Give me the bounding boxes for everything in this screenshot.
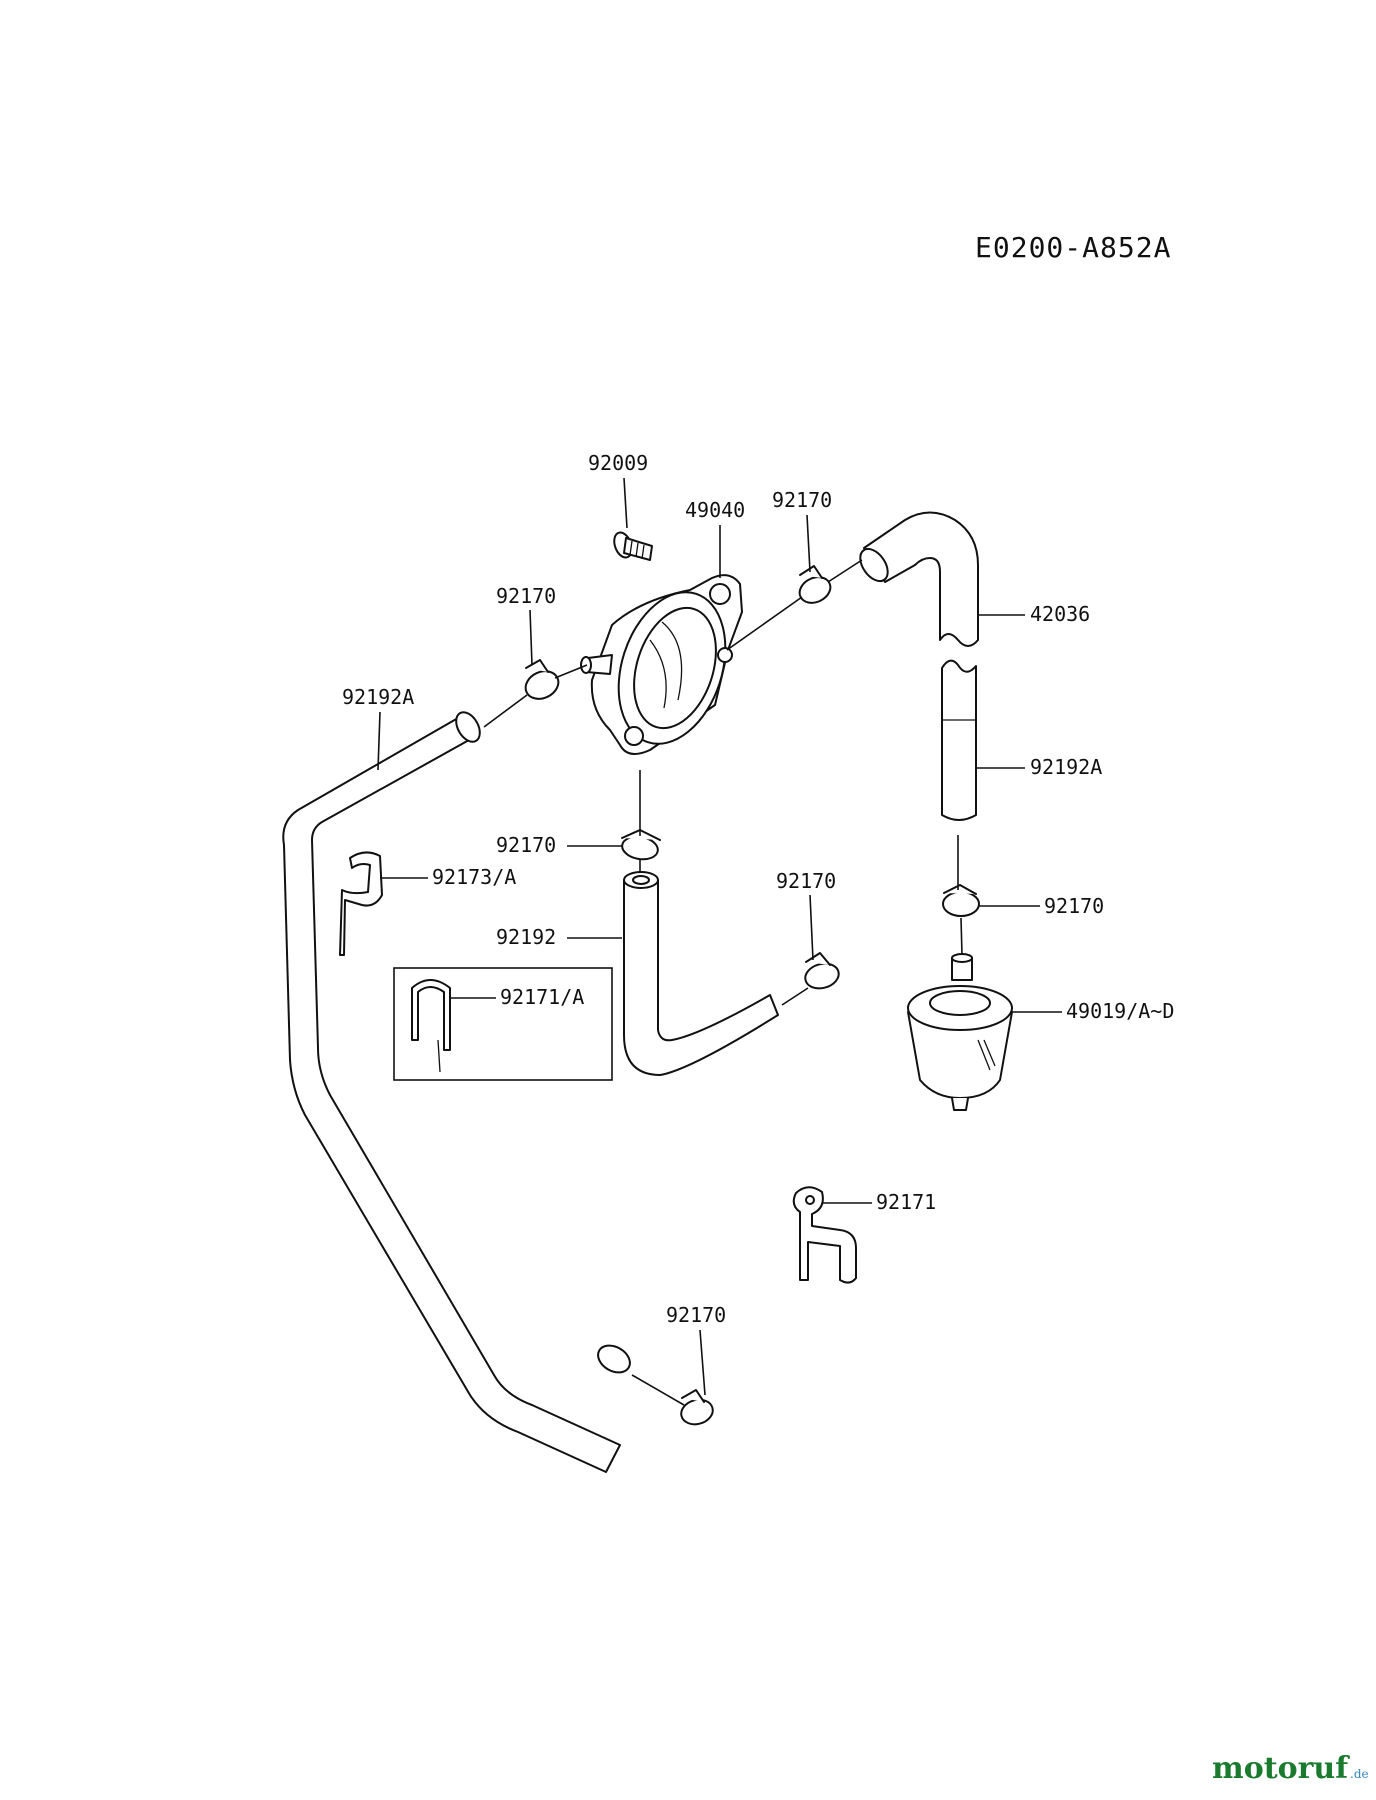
label-92170-bottom: 92170 xyxy=(666,1303,726,1327)
label-92171: 92171 xyxy=(876,1190,936,1214)
label-49019: 49019/A~D xyxy=(1066,999,1174,1023)
long-fuel-hose xyxy=(282,711,631,1473)
short-hose-right xyxy=(941,659,977,821)
label-92192A-right: 92192A xyxy=(1030,755,1102,779)
label-92192: 92192 xyxy=(496,925,556,949)
label-92009: 92009 xyxy=(588,451,648,475)
label-49040: 49040 xyxy=(685,498,745,522)
label-92170-right: 92170 xyxy=(1044,894,1104,918)
label-42036: 42036 xyxy=(1030,602,1090,626)
label-92170-center: 92170 xyxy=(776,869,836,893)
leader-lines xyxy=(377,477,1062,1406)
clip-inset-box xyxy=(393,967,613,1081)
fuel-pump xyxy=(580,574,743,755)
hose-clamp-bottom xyxy=(680,1389,714,1426)
label-92192A-left: 92192A xyxy=(342,685,414,709)
screw xyxy=(613,531,653,561)
hose-clamp-right xyxy=(942,884,980,917)
elbow-hose xyxy=(859,511,979,647)
watermark-text: motoruf xyxy=(1212,1751,1350,1786)
diagram-code: E0200-A852A xyxy=(975,231,1171,264)
hose-clamp-left xyxy=(524,659,560,700)
label-92173A: 92173/A xyxy=(432,865,516,889)
hose-clamp-top xyxy=(798,565,832,604)
hose-clamp-right-center xyxy=(804,952,840,990)
label-92171A: 92171/A xyxy=(500,985,584,1009)
hose-clip xyxy=(339,851,383,956)
tube-clip xyxy=(792,1186,857,1284)
center-hose xyxy=(623,871,779,1076)
clip-inset xyxy=(411,979,451,1073)
label-92170-mid: 92170 xyxy=(496,833,556,857)
fuel-filter xyxy=(907,953,1013,1111)
label-92170-top: 92170 xyxy=(772,488,832,512)
hose-clamp-mid xyxy=(621,829,661,861)
watermark-suffix: .de xyxy=(1350,1767,1369,1781)
label-92170-left: 92170 xyxy=(496,584,556,608)
watermark-logo: motoruf .de xyxy=(1212,1751,1369,1786)
